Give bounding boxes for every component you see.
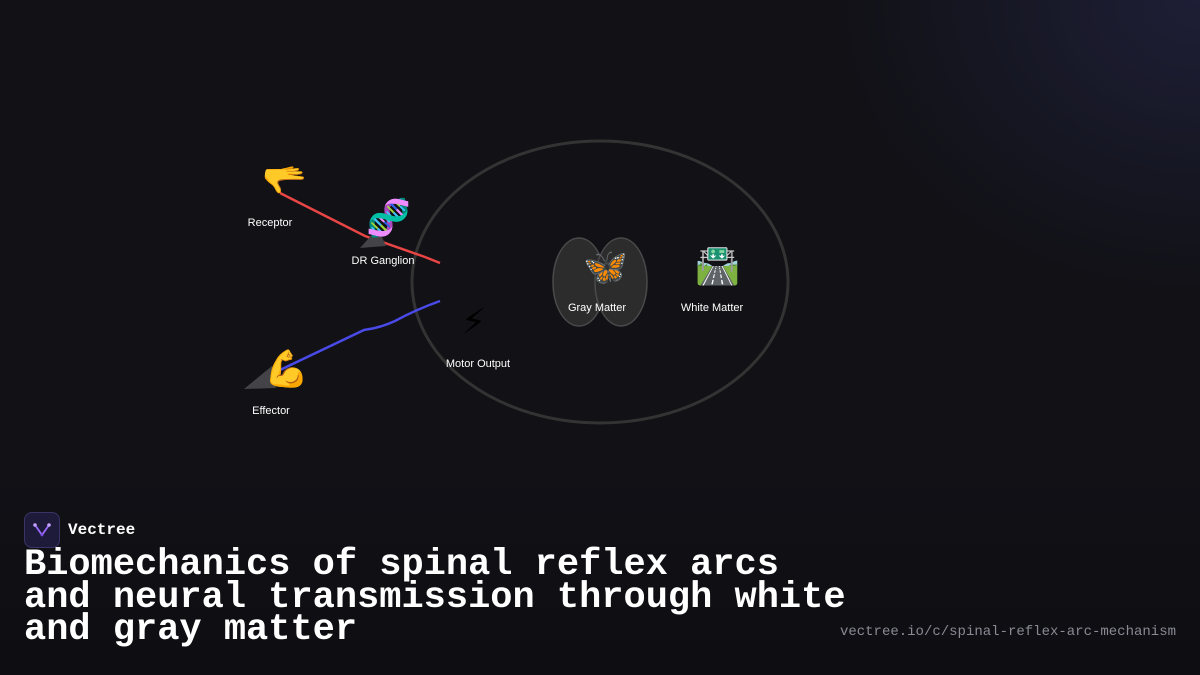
receptor-label: Receptor	[248, 217, 293, 229]
flexed-biceps-icon: 💪	[264, 349, 309, 390]
gray-matter-label: Gray Matter	[568, 302, 626, 314]
brand[interactable]: Vectree	[24, 512, 135, 548]
lightning-icon: ⚡	[461, 302, 487, 343]
ganglion-arrowhead	[360, 228, 386, 248]
brand-name: Vectree	[68, 521, 136, 539]
sensory-pathway	[279, 191, 441, 265]
gray-matter-shape	[552, 237, 648, 327]
page-title: Biomechanics of spinal reflex arcs and n…	[24, 544, 846, 651]
spinal-cord-outline	[410, 139, 790, 425]
ganglion-label: DR Ganglion	[352, 255, 415, 267]
source-url[interactable]: vectree.io/c/spinal-reflex-arc-mechanism	[839, 624, 1176, 640]
effector-label: Effector	[252, 405, 290, 417]
butterfly-icon: 🦋	[583, 247, 628, 288]
motor-pathway	[279, 299, 441, 372]
motor-output-label: Motor Output	[446, 358, 510, 370]
reflex-arc-diagram: Receptor DR Ganglion Gray Matter White M…	[244, 139, 790, 425]
effector-arrowhead	[244, 366, 276, 389]
highway-icon: 🛣️	[695, 246, 740, 287]
dna-icon: 🧬	[366, 198, 411, 239]
pointing-hand-icon: 🫳	[262, 160, 307, 201]
white-matter-label: White Matter	[681, 302, 744, 314]
vectree-logo-icon	[24, 512, 60, 548]
